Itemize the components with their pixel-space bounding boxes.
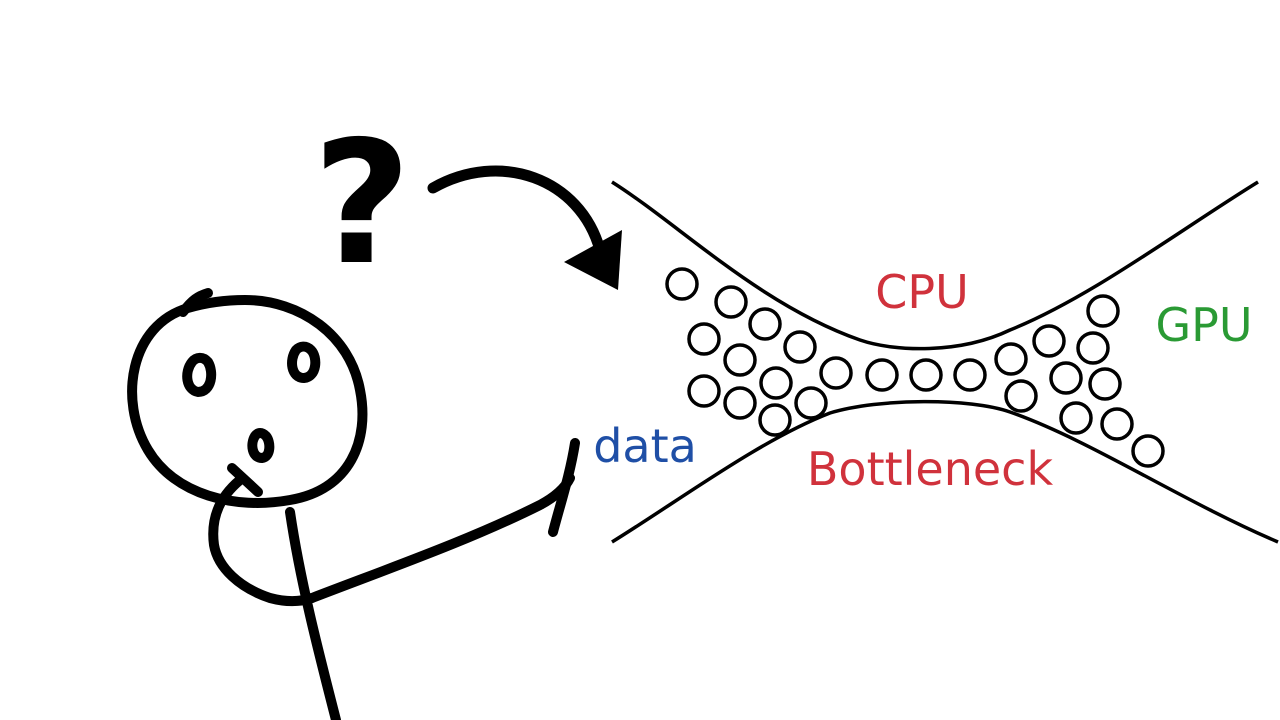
data-particle (1049, 361, 1083, 395)
figure-mouth (247, 428, 275, 463)
data-particle (865, 358, 899, 392)
funnel-top-curve (611, 180, 1259, 351)
data-particle (1131, 434, 1165, 468)
thinking-stick-figure-icon (127, 288, 580, 720)
data-particle (1059, 401, 1093, 435)
curved-arrow-icon (427, 165, 622, 290)
figure-body (285, 507, 341, 720)
data-particle (783, 330, 817, 364)
data-particle (748, 307, 782, 341)
data-particle (819, 356, 853, 390)
data-particles (665, 267, 1165, 468)
data-particle (714, 285, 748, 319)
data-particle (953, 358, 987, 392)
figure-hair-stroke (178, 288, 213, 317)
figure-chin-hand (208, 463, 317, 606)
data-particle (1100, 407, 1134, 441)
figure-pointer-stick (548, 438, 580, 537)
data-label: data (593, 419, 697, 473)
data-particle (687, 374, 721, 408)
gpu-label: GPU (1155, 298, 1252, 352)
figure-left-eye (182, 352, 217, 397)
data-particle (1076, 331, 1110, 365)
data-particle (665, 267, 699, 301)
figure-head (127, 295, 368, 508)
data-particle (723, 386, 757, 420)
funnel-bottom-curve (611, 399, 1279, 544)
question-mark-icon: ? (313, 105, 412, 303)
data-particle (794, 386, 828, 420)
figure-pointing-arm (307, 473, 575, 603)
cpu-label: CPU (875, 265, 969, 319)
data-particle (1088, 367, 1122, 401)
data-particle (723, 343, 757, 377)
figure-right-eye (287, 341, 321, 383)
data-particle (1086, 294, 1120, 328)
data-particle (909, 358, 943, 392)
bottleneck-funnel-icon (611, 180, 1279, 544)
data-particle (758, 403, 792, 437)
data-particle (759, 366, 793, 400)
data-particle (1032, 324, 1066, 358)
data-particle (994, 342, 1028, 376)
data-particle (1004, 379, 1038, 413)
data-particle (687, 322, 721, 356)
bottleneck-label: Bottleneck (807, 442, 1054, 496)
